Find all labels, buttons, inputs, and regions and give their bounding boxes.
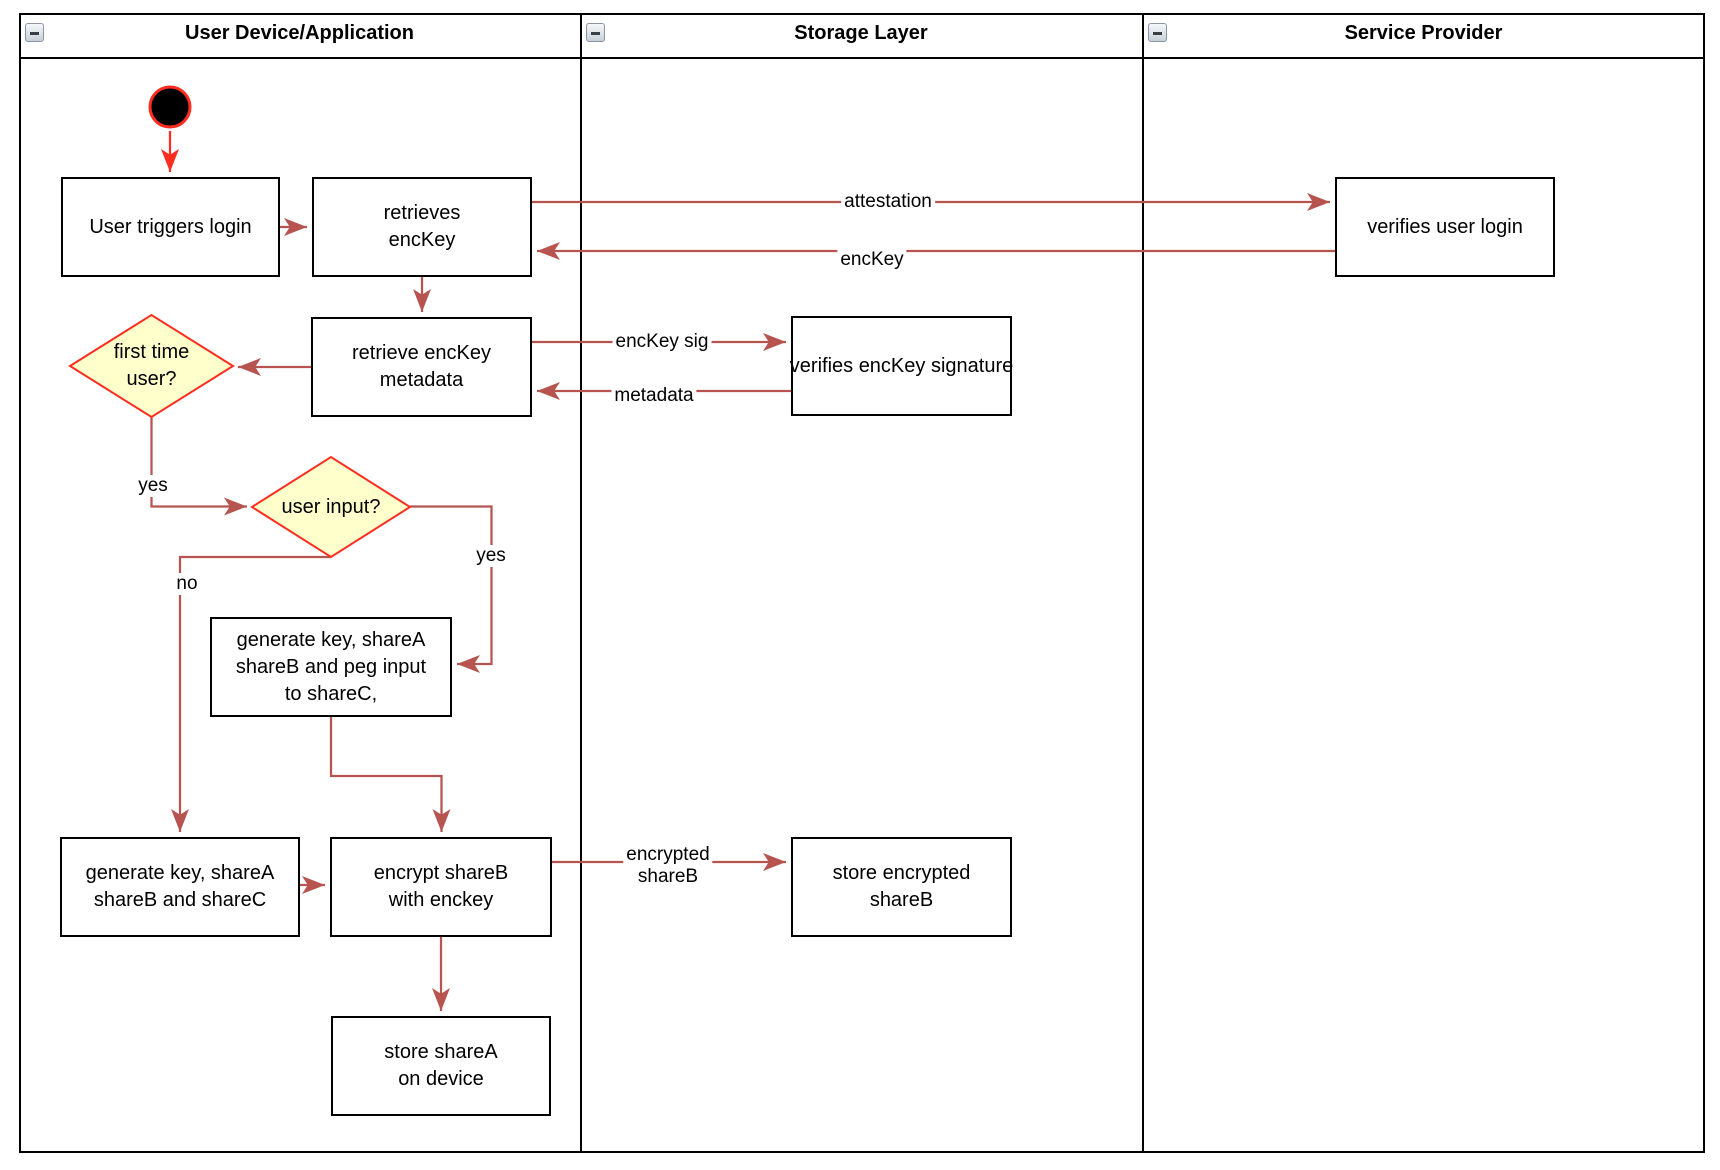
node-label: generate key, shareA <box>85 862 275 884</box>
node-label: verifies user login <box>1367 215 1523 238</box>
node-label: store encrypted <box>832 862 971 884</box>
node-label: user input? <box>281 495 381 518</box>
edge-label-no-user-input[interactable]: no <box>173 573 201 595</box>
node-verifies-user-login[interactable]: verifies user login <box>1335 177 1555 277</box>
node-label: shareB and peg input <box>235 655 427 678</box>
node-label: with enckey <box>388 889 494 911</box>
edge-label-yes-user-input[interactable]: yes <box>473 545 509 567</box>
edge-label-metadata[interactable]: metadata <box>611 385 697 407</box>
lane-title-service-provider[interactable]: Service Provider <box>1344 22 1503 44</box>
edge-label-line: encrypted <box>626 844 710 865</box>
node-label: encrypt shareB <box>373 862 509 884</box>
lane-separator-2 <box>1142 13 1144 1153</box>
node-retrieves-enckey[interactable]: retrieves encKey <box>312 177 532 277</box>
lane-title-user-device[interactable]: User Device/Application <box>185 22 414 44</box>
node-generate-key-abc[interactable]: generate key, shareA shareB and shareC <box>60 837 300 937</box>
edge-label-encrypted-shareb[interactable]: encrypted shareB <box>623 844 713 888</box>
edge-label-enckey-sig[interactable]: encKey sig <box>612 331 712 353</box>
node-label: encKey <box>388 229 456 251</box>
edge-userinput-no[interactable] <box>171 555 332 832</box>
node-label: first time <box>113 341 190 363</box>
edge-peg-to-encrypt[interactable] <box>329 717 451 832</box>
collapse-minus-icon[interactable] <box>25 23 44 42</box>
edge-firsttime-yes[interactable] <box>150 417 248 516</box>
node-label: to shareC, <box>284 682 378 705</box>
start-circle[interactable] <box>146 83 194 131</box>
node-generate-key-peg-input[interactable]: generate key, shareA shareB and peg inpu… <box>210 617 452 717</box>
node-encrypt-shareb[interactable]: encrypt shareB with enckey <box>330 837 552 937</box>
decision-label: user input? <box>252 457 410 557</box>
node-verifies-enckey-signature[interactable]: verifies encKey signature <box>789 316 1014 416</box>
node-retrieve-enckey-metadata[interactable]: retrieve encKey metadata <box>311 317 532 417</box>
node-label: verifies encKey signature <box>789 354 1014 377</box>
decision-label: first time user? <box>70 315 233 417</box>
edge-label-line: shareB <box>637 866 699 887</box>
node-label: User triggers login <box>89 215 252 238</box>
pool-border <box>19 13 1705 1153</box>
node-label: metadata <box>379 369 464 391</box>
lane-separator-1 <box>580 13 582 1153</box>
lane-header-separator <box>19 57 1705 59</box>
node-store-encrypted-shareb[interactable]: store encrypted shareB <box>791 837 1012 937</box>
node-label: store shareA <box>384 1041 498 1063</box>
decision-user-input[interactable]: user input? <box>250 455 412 559</box>
node-label: retrieves <box>383 202 461 224</box>
node-user-triggers-login[interactable]: User triggers login <box>61 177 280 277</box>
lane-title-storage-layer[interactable]: Storage Layer <box>794 22 928 44</box>
node-store-sharea-on-device[interactable]: store shareA on device <box>331 1016 551 1116</box>
decision-first-time-user[interactable]: first time user? <box>68 313 235 419</box>
edge-label-enckey[interactable]: encKey <box>837 249 907 271</box>
node-label: shareB <box>869 889 934 911</box>
node-label: retrieve encKey <box>352 342 491 364</box>
edge-userinput-yes[interactable] <box>410 505 493 673</box>
edge-label-attestation[interactable]: attestation <box>841 191 935 213</box>
node-label: on device <box>398 1068 484 1090</box>
node-label: shareB and shareC <box>93 889 267 911</box>
node-label: user? <box>126 368 177 390</box>
collapse-minus-icon[interactable] <box>1148 23 1167 42</box>
collapse-minus-icon[interactable] <box>586 23 605 42</box>
edge-label-yes-first-time[interactable]: yes <box>135 475 171 497</box>
node-label: generate key, shareA <box>236 628 426 651</box>
